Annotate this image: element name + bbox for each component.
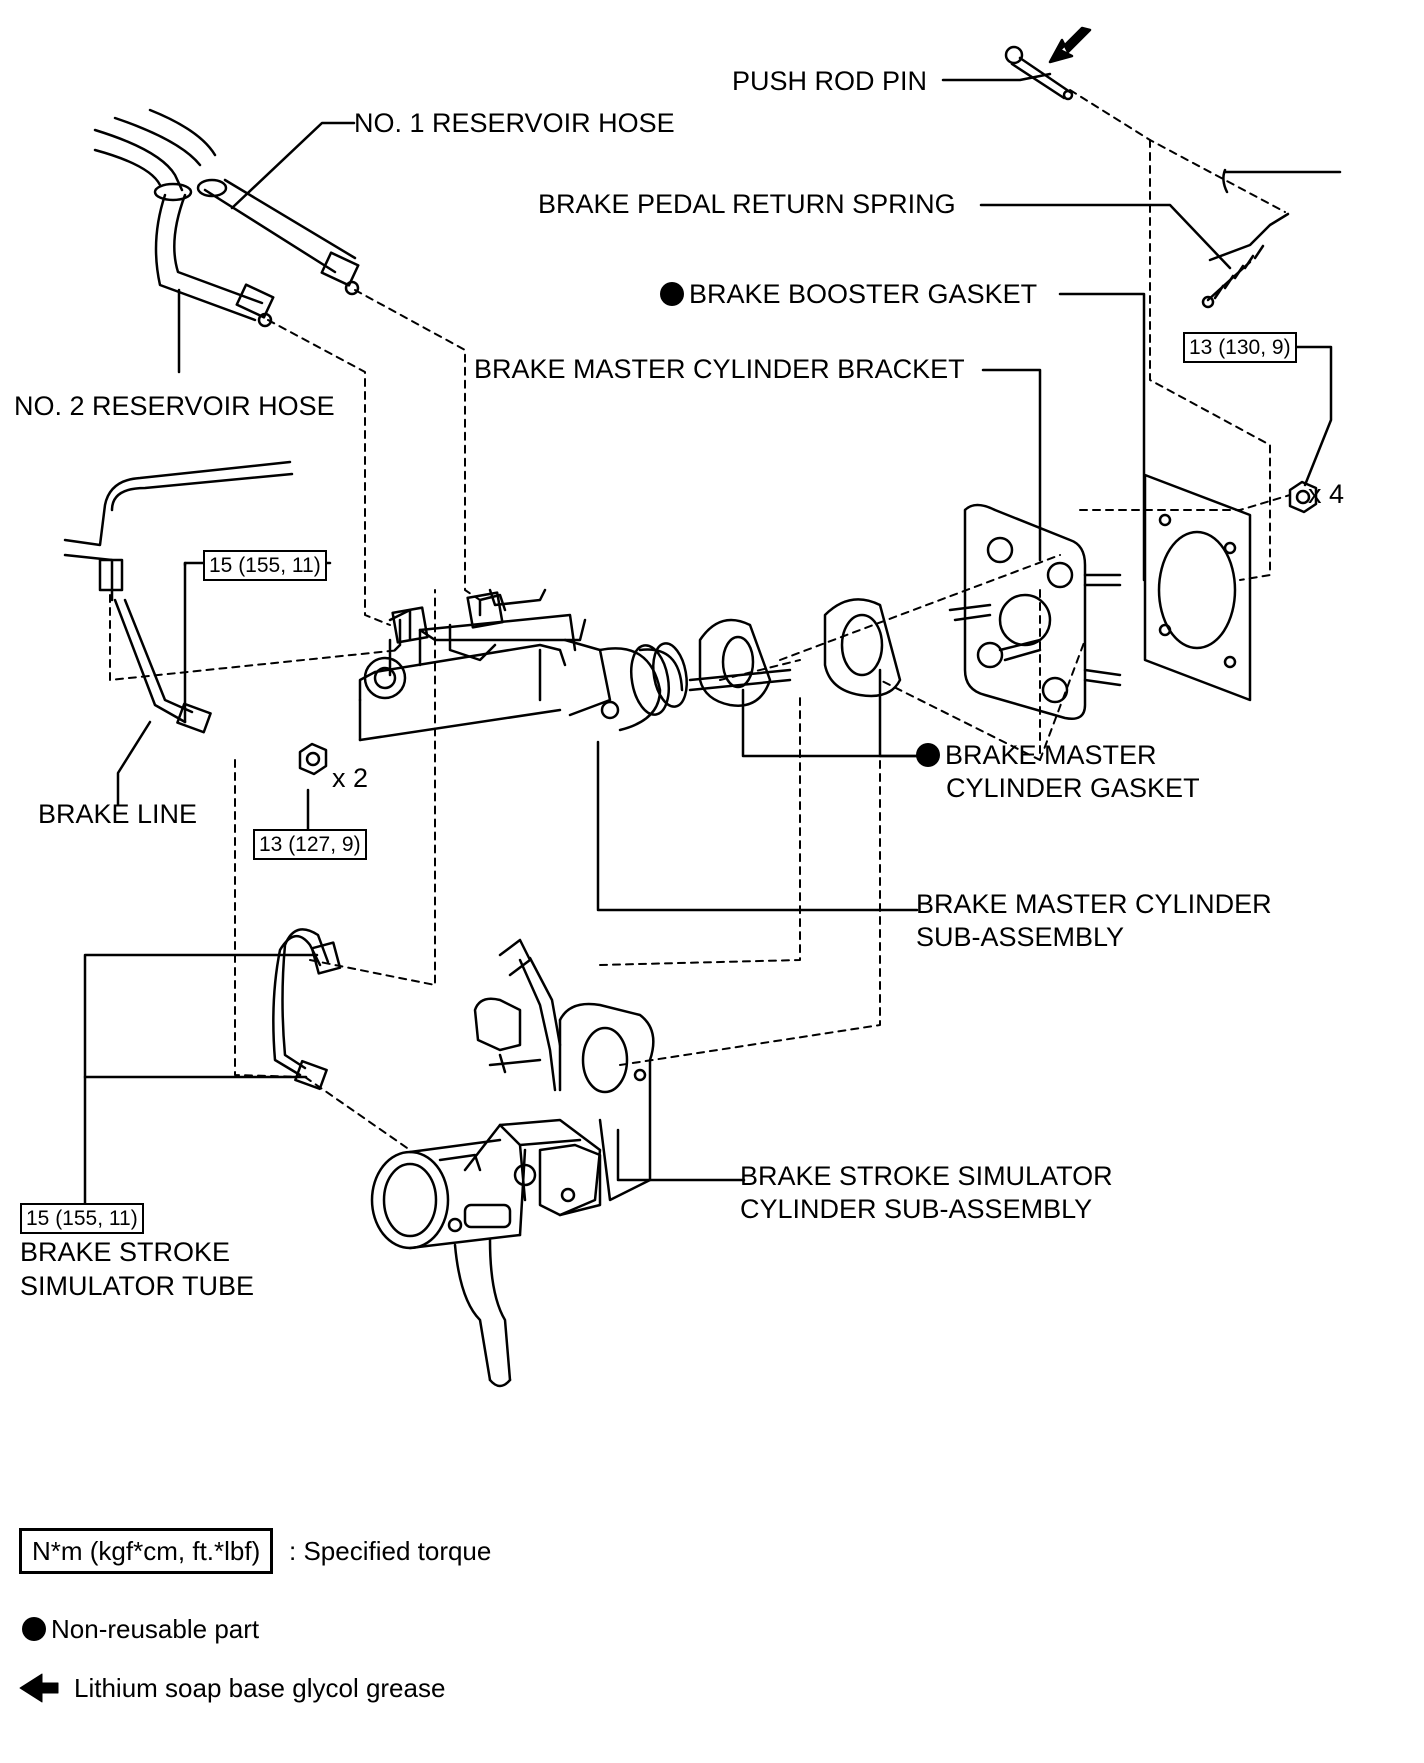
push-rod-pin (1004, 45, 1074, 101)
return-spring (1201, 168, 1290, 309)
qty-nut-x2: x 2 (332, 763, 369, 793)
label-brake-stroke-simulator-cylinder: BRAKE STROKE SIMULATOR (740, 1161, 1113, 1191)
label-brake-master-cylinder-gasket: BRAKE MASTER (916, 739, 1157, 772)
legend-arrow-icon (19, 1673, 59, 1703)
label-brake-line: BRAKE LINE (38, 799, 198, 829)
stroke-simulator-cylinder (370, 938, 655, 1388)
legend-torque-box: N*m (kgf*cm, ft.*lbf) (19, 1528, 274, 1574)
label-no2-reservoir-hose: NO. 2 RESERVOIR HOSE (14, 391, 335, 421)
label-brake-stroke-simulator-tube-line2: SIMULATOR TUBE (20, 1271, 255, 1301)
label-brake-master-cylinder-bracket: BRAKE MASTER CYLINDER BRACKET (474, 354, 965, 384)
master-cylinder-gasket-1 (698, 618, 772, 707)
master-cylinder (358, 588, 792, 742)
non-reusable-icon (22, 1617, 46, 1641)
master-cylinder-bracket (948, 503, 1122, 720)
nut-x2 (298, 742, 328, 776)
label-no1-reservoir-hose: NO. 1 RESERVOIR HOSE (354, 108, 675, 138)
non-reusable-icon (660, 282, 684, 306)
torque-master-cylinder-nut: 13 (127, 9) (253, 829, 367, 860)
legend-torque-desc: : Specified torque (289, 1536, 492, 1566)
label-brake-master-cylinder-sub-assembly: BRAKE MASTER CYLINDER (916, 889, 1272, 919)
qty-nut-x4: x 4 (1308, 479, 1345, 509)
grease-arrow-icon (1048, 26, 1092, 64)
legend-non-reusable: Non-reusable part (22, 1609, 259, 1649)
legend-non-reusable-text: Non-reusable part (51, 1614, 260, 1644)
label-brake-master-cylinder-gasket-line2: CYLINDER GASKET (946, 773, 1200, 803)
booster-gasket (1143, 473, 1252, 702)
label-brake-booster-gasket: BRAKE BOOSTER GASKET (660, 278, 1037, 311)
nut-x4 (1288, 480, 1318, 514)
label-brake-master-cylinder-sub-assembly-line2: SUB-ASSEMBLY (916, 922, 1125, 952)
label-push-rod-pin: PUSH ROD PIN (732, 66, 928, 96)
non-reusable-icon (916, 743, 940, 767)
simulator-tube (272, 928, 342, 1091)
label-text: BRAKE MASTER (945, 740, 1157, 770)
label-brake-stroke-simulator-tube: BRAKE STROKE (20, 1237, 231, 1267)
master-cylinder-gasket-2 (823, 598, 902, 698)
torque-brake-line: 15 (155, 11) (203, 550, 327, 581)
label-text: BRAKE BOOSTER GASKET (689, 279, 1038, 309)
dashed-lines (109, 89, 1291, 1151)
torque-booster-nut: 13 (130, 9) (1183, 332, 1297, 363)
legend-grease: Lithium soap base glycol grease (74, 1673, 446, 1703)
brake-line (63, 460, 294, 734)
label-brake-pedal-return-spring: BRAKE PEDAL RETURN SPRING (538, 189, 956, 219)
reservoir-hoses (93, 108, 360, 328)
label-brake-stroke-simulator-cylinder-line2: CYLINDER SUB-ASSEMBLY (740, 1194, 1093, 1224)
torque-simulator-tube: 15 (155, 11) (20, 1203, 144, 1234)
